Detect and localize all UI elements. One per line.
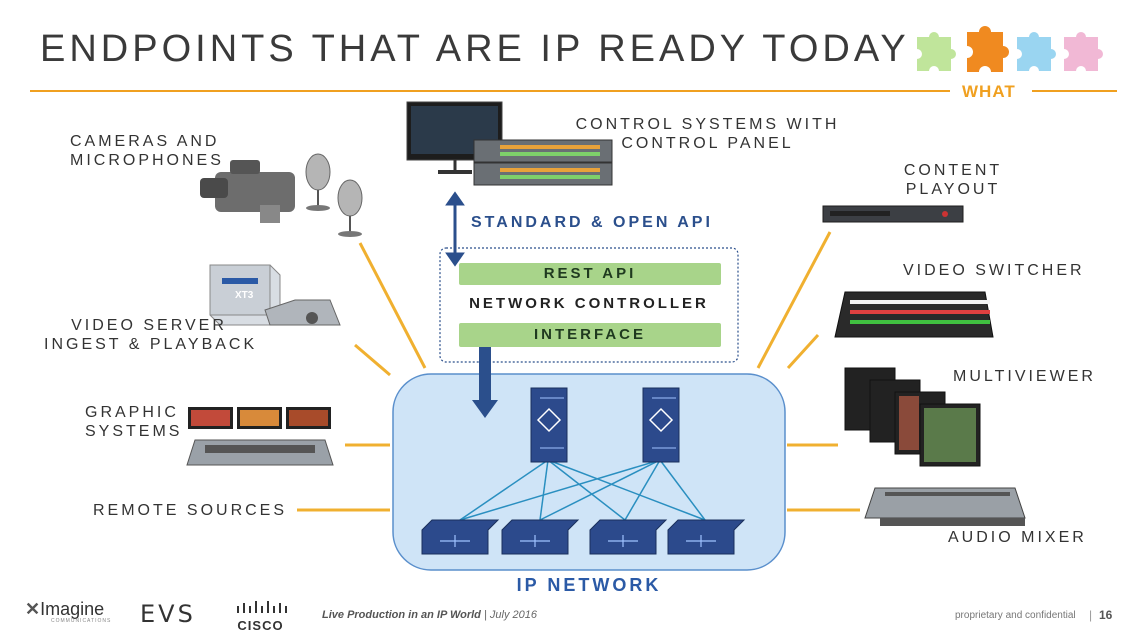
evs-logo: EVS — [140, 600, 196, 628]
ip-network-label: IP NETWORK — [516, 575, 662, 595]
network-mesh — [459, 459, 706, 521]
video-switcher-label: VIDEO SWITCHER — [903, 262, 1085, 279]
graphic-systems-label: GRAPHIC SYSTEMS — [85, 403, 182, 441]
section-tag: WHAT — [962, 82, 1016, 101]
footer-event: Live Production in an IP World | July 20… — [322, 609, 537, 621]
api-arrow — [445, 191, 465, 267]
cameras-label-line1: CAMERAS AND — [70, 133, 220, 150]
video-switcher-icon — [834, 291, 994, 338]
microphone-icon — [305, 153, 363, 237]
camera-icon — [200, 160, 295, 223]
footer-date-text: | July 2016 — [483, 609, 537, 621]
video-server-label-line2: INGEST & PLAYBACK — [44, 336, 258, 353]
cameras-label: CAMERAS AND MICROPHONES — [70, 132, 224, 170]
puzzle-green-icon — [917, 32, 956, 71]
remote-sources-label: REMOTE SOURCES — [93, 502, 288, 519]
audio-mixer-icon — [864, 487, 1026, 526]
access-switches — [421, 519, 746, 555]
cisco-logo-text: CISCO — [237, 618, 284, 633]
puzzle-orange-icon — [967, 26, 1009, 72]
cameras-label-line2: MICROPHONES — [70, 152, 224, 169]
core-switch-1 — [530, 387, 568, 463]
confidential-note: proprietary and confidential — [955, 610, 1076, 621]
content-label-line2: PLAYOUT — [905, 181, 1001, 198]
control-panel-icon — [473, 139, 613, 186]
video-server-label-line1: VIDEO SERVER — [71, 317, 227, 334]
puzzle-pieces-icon — [917, 26, 1103, 72]
title-divider — [30, 90, 950, 92]
rest-api-bar: REST API — [459, 263, 721, 285]
video-server-icon — [209, 264, 341, 326]
graphic-label-line1: GRAPHIC — [85, 404, 179, 421]
video-server-label: VIDEO SERVER INGEST & PLAYBACK — [44, 316, 254, 354]
page-number: 16 — [1099, 608, 1113, 622]
connector-lines — [297, 231, 860, 512]
interface-bar: INTERFACE — [459, 323, 721, 347]
control-systems-label-line1: CONTROL SYSTEMS WITH — [575, 116, 840, 133]
control-monitor-icon — [406, 101, 503, 174]
puzzle-pink-icon — [1064, 32, 1103, 71]
api-label: STANDARD & OPEN API — [471, 214, 713, 231]
content-playout-label: CONTENT PLAYOUT — [898, 161, 1008, 199]
audio-mixer-label: AUDIO MIXER — [948, 529, 1087, 546]
page-title: ENDPOINTS THAT ARE IP READY TODAY — [40, 28, 910, 70]
multiviewer-icon — [844, 367, 981, 467]
page-separator: | — [1089, 608, 1093, 622]
cisco-logo: CISCO — [233, 600, 288, 633]
title-divider-right — [1032, 90, 1117, 92]
graphic-label-line2: SYSTEMS — [85, 423, 183, 440]
core-switch-2 — [642, 387, 680, 463]
control-systems-label: CONTROL SYSTEMS WITH CONTROL PANEL — [575, 115, 840, 153]
imagine-logo-text: Imagine — [40, 599, 105, 619]
footer-event-text: Live Production in an IP World — [322, 609, 481, 621]
cisco-bars-icon — [236, 601, 287, 613]
content-label-line1: CONTENT — [903, 162, 1003, 179]
graphic-systems-icon — [186, 407, 334, 466]
imagine-logo: ✕Imagine COMMUNICATIONS — [25, 599, 111, 624]
imagine-logo-sub: COMMUNICATIONS — [51, 618, 112, 624]
control-systems-label-line2: CONTROL PANEL — [621, 135, 794, 152]
puzzle-blue-icon — [1017, 32, 1056, 71]
content-playout-icon — [822, 205, 964, 223]
multiviewer-label: MULTIVIEWER — [953, 368, 1096, 385]
server-caption: XT3 — [235, 290, 254, 301]
imagine-x-icon: ✕ — [25, 599, 41, 619]
network-controller-label: NETWORK CONTROLLER — [469, 295, 709, 312]
